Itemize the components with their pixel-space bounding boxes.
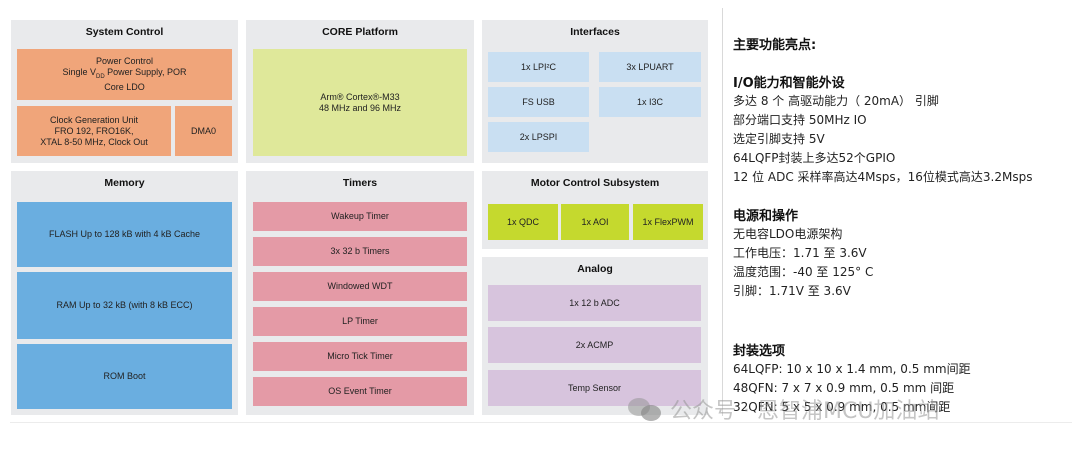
interfaces-panel: Interfaces 1x LPI²C 3x LPUART FS USB 1x … (482, 20, 708, 163)
i3c-block: 1x I3C (599, 87, 701, 117)
dma0-block: DMA0 (175, 106, 232, 156)
lpspi-block: 2x LPSPI (488, 122, 589, 152)
aoi-block: 1x AOI (561, 204, 629, 240)
adc-block: 1x 12 b ADC (488, 285, 701, 321)
io-line: 部分端口支持 50MHz IO (733, 113, 867, 127)
lpuart-block: 3x LPUART (599, 52, 701, 82)
micro-tick-timer-block: Micro Tick Timer (253, 342, 467, 371)
acmp-block: 2x ACMP (488, 327, 701, 363)
system-control-title: System Control (85, 26, 164, 38)
system-control-panel: System Control Power Control Single VDD … (11, 20, 238, 163)
features-column: 主要功能亮点: I/O能力和智能外设 多达 8 个 高驱动能力（ 20mA） 引… (733, 0, 1080, 451)
features-main-title: 主要功能亮点: (733, 38, 817, 53)
wakeup-timer-block: Wakeup Timer (253, 202, 467, 231)
package-section-title: 封装选项 (733, 344, 786, 359)
windowed-wdt-block: Windowed WDT (253, 272, 467, 301)
package-line: 48QFN: 7 x 7 x 0.9 mm, 0.5 mm 间距 (733, 381, 955, 395)
motor-control-title: Motor Control Subsystem (530, 177, 660, 189)
lp-timer-block: LP Timer (253, 307, 467, 336)
memory-panel: Memory FLASH Up to 128 kB with 4 kB Cach… (11, 171, 238, 415)
core-platform-title: CORE Platform (322, 26, 398, 38)
column-divider (722, 8, 723, 416)
analog-panel: Analog 1x 12 b ADC 2x ACMP Temp Sensor (482, 257, 708, 415)
ram-block: RAM Up to 32 kB (with 8 kB ECC) (17, 272, 232, 339)
cpu-block: Arm® Cortex®-M33 48 MHz and 96 MHz (253, 49, 467, 156)
power-line: 温度范围：-40 至 125° C (733, 265, 874, 279)
power-line: 引脚：1.71V 至 3.6V (733, 284, 851, 298)
io-section-title: I/O能力和智能外设 (733, 76, 845, 91)
os-event-timer-block: OS Event Timer (253, 377, 467, 406)
analog-title: Analog (577, 263, 613, 275)
watermark-text: 公众号 · 恩智浦MCU加油站 (670, 399, 940, 424)
timers-panel: Timers Wakeup Timer 3x 32 b Timers Windo… (246, 171, 474, 415)
power-line: 工作电压：1.71 至 3.6V (733, 246, 867, 260)
clock-generation-block: Clock Generation Unit FRO 192, FRO16K, X… (17, 106, 171, 156)
lpi2c-block: 1x LPI²C (488, 52, 589, 82)
temp-sensor-block: Temp Sensor (488, 370, 701, 406)
io-line: 12 位 ADC 采样率高达4Msps，16位模式高达3.2Msps (733, 170, 1033, 184)
motor-control-panel: Motor Control Subsystem 1x QDC 1x AOI 1x… (482, 171, 708, 249)
power-section-title: 电源和操作 (733, 209, 799, 224)
rom-boot-block: ROM Boot (17, 344, 232, 409)
bottom-rule (10, 422, 1072, 423)
io-line: 选定引脚支持 5V (733, 132, 825, 146)
power-control-block: Power Control Single VDD Power Supply, P… (17, 49, 232, 100)
fs-usb-block: FS USB (488, 87, 589, 117)
io-line: 多达 8 个 高驱动能力（ 20mA） 引脚 (733, 94, 939, 108)
package-line: 64LQFP: 10 x 10 x 1.4 mm, 0.5 mm间距 (733, 362, 971, 376)
core-platform-panel: CORE Platform Arm® Cortex®-M33 48 MHz an… (246, 20, 474, 163)
32b-timers-block: 3x 32 b Timers (253, 237, 467, 266)
interfaces-title: Interfaces (570, 26, 620, 38)
io-line: 64LQFP封装上多达52个GPIO (733, 151, 896, 165)
timers-title: Timers (342, 177, 378, 189)
wechat-icon (628, 396, 664, 422)
watermark: 公众号 · 恩智浦MCU加油站 (628, 393, 939, 425)
qdc-block: 1x QDC (488, 204, 558, 240)
memory-title: Memory (104, 177, 145, 189)
power-line: 无电容LDO电源架构 (733, 227, 843, 241)
flash-block: FLASH Up to 128 kB with 4 kB Cache (17, 202, 232, 267)
package-line: 32QFN: 5 x 5 x 0.9 mm, 0.5 mm间距 (733, 400, 951, 414)
flexpwm-block: 1x FlexPWM (633, 204, 703, 240)
